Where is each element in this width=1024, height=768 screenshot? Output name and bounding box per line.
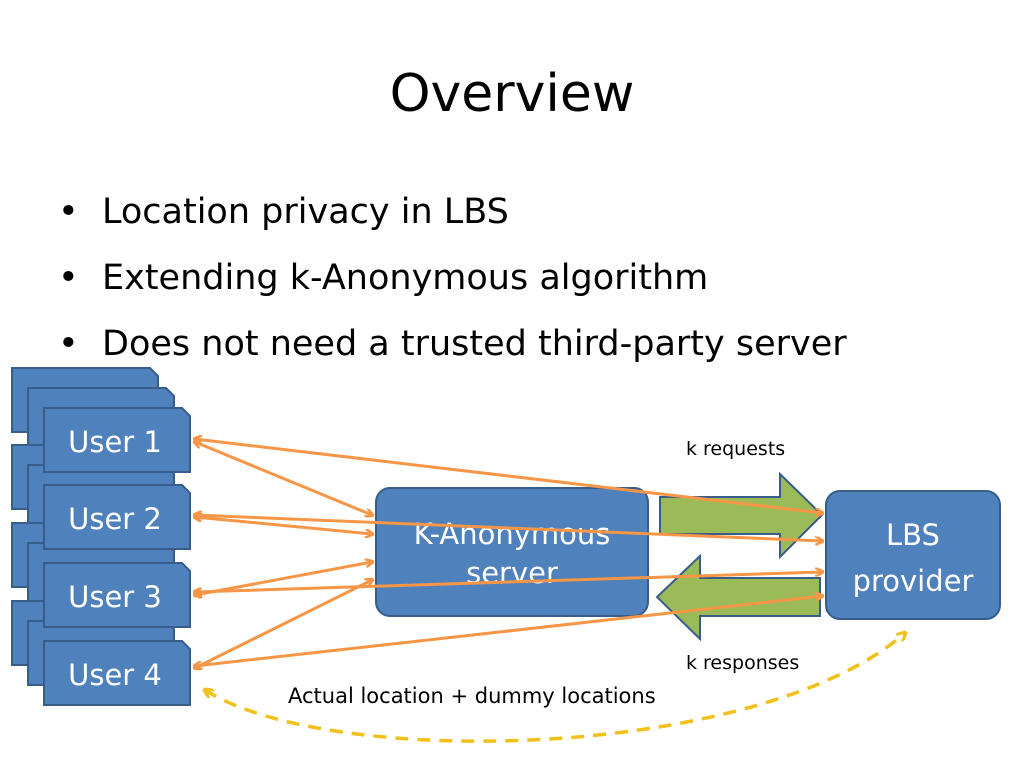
dashed-curved-arrow <box>205 633 905 743</box>
k-anonymous-server-box: K-Anonymous server <box>375 487 649 617</box>
k-responses-label: k responses <box>686 652 799 674</box>
user-1-label: User 1 <box>68 425 162 459</box>
bullet-item: • Location privacy in LBS <box>58 190 847 234</box>
user-4-box: User 4 <box>43 640 191 706</box>
bullet-item: • Does not need a trusted third-party ser… <box>58 322 847 366</box>
user-2-box: User 2 <box>43 484 191 550</box>
user-1-box: User 1 <box>43 407 191 473</box>
bullet-text: Does not need a trusted third-party serv… <box>102 324 847 364</box>
bullet-text: Location privacy in LBS <box>102 192 509 232</box>
provider-label-line-1: LBS <box>886 518 940 552</box>
lbs-provider-box: LBS provider <box>825 490 1001 620</box>
bullet-icon: • <box>58 258 79 298</box>
arrow-user2-provider <box>195 515 822 541</box>
k-requests-block-arrow <box>659 471 824 560</box>
caption-label: Actual location + dummy locations <box>288 684 656 708</box>
provider-label-line-2: provider <box>853 564 974 598</box>
server-label-line-1: K-Anonymous <box>414 517 611 551</box>
arrow-user1-provider <box>195 439 822 513</box>
bullet-list: • Location privacy in LBS • Extending k-An… <box>58 190 847 388</box>
bullet-icon: • <box>58 192 79 232</box>
bullet-text: Extending k-Anonymous algorithm <box>102 258 709 298</box>
bullet-item: • Extending k-Anonymous algorithm <box>58 256 847 300</box>
user-4-label: User 4 <box>68 658 162 692</box>
user-3-box: User 3 <box>43 562 191 628</box>
user-2-label: User 2 <box>68 502 162 536</box>
k-requests-label: k requests <box>686 438 785 460</box>
user-3-label: User 3 <box>68 580 162 614</box>
bullet-icon: • <box>58 324 79 364</box>
server-label-line-2: server <box>466 556 558 590</box>
arrow-user1-server <box>195 442 372 515</box>
arrow-user3-provider <box>195 572 822 592</box>
slide-title: Overview <box>389 64 635 124</box>
